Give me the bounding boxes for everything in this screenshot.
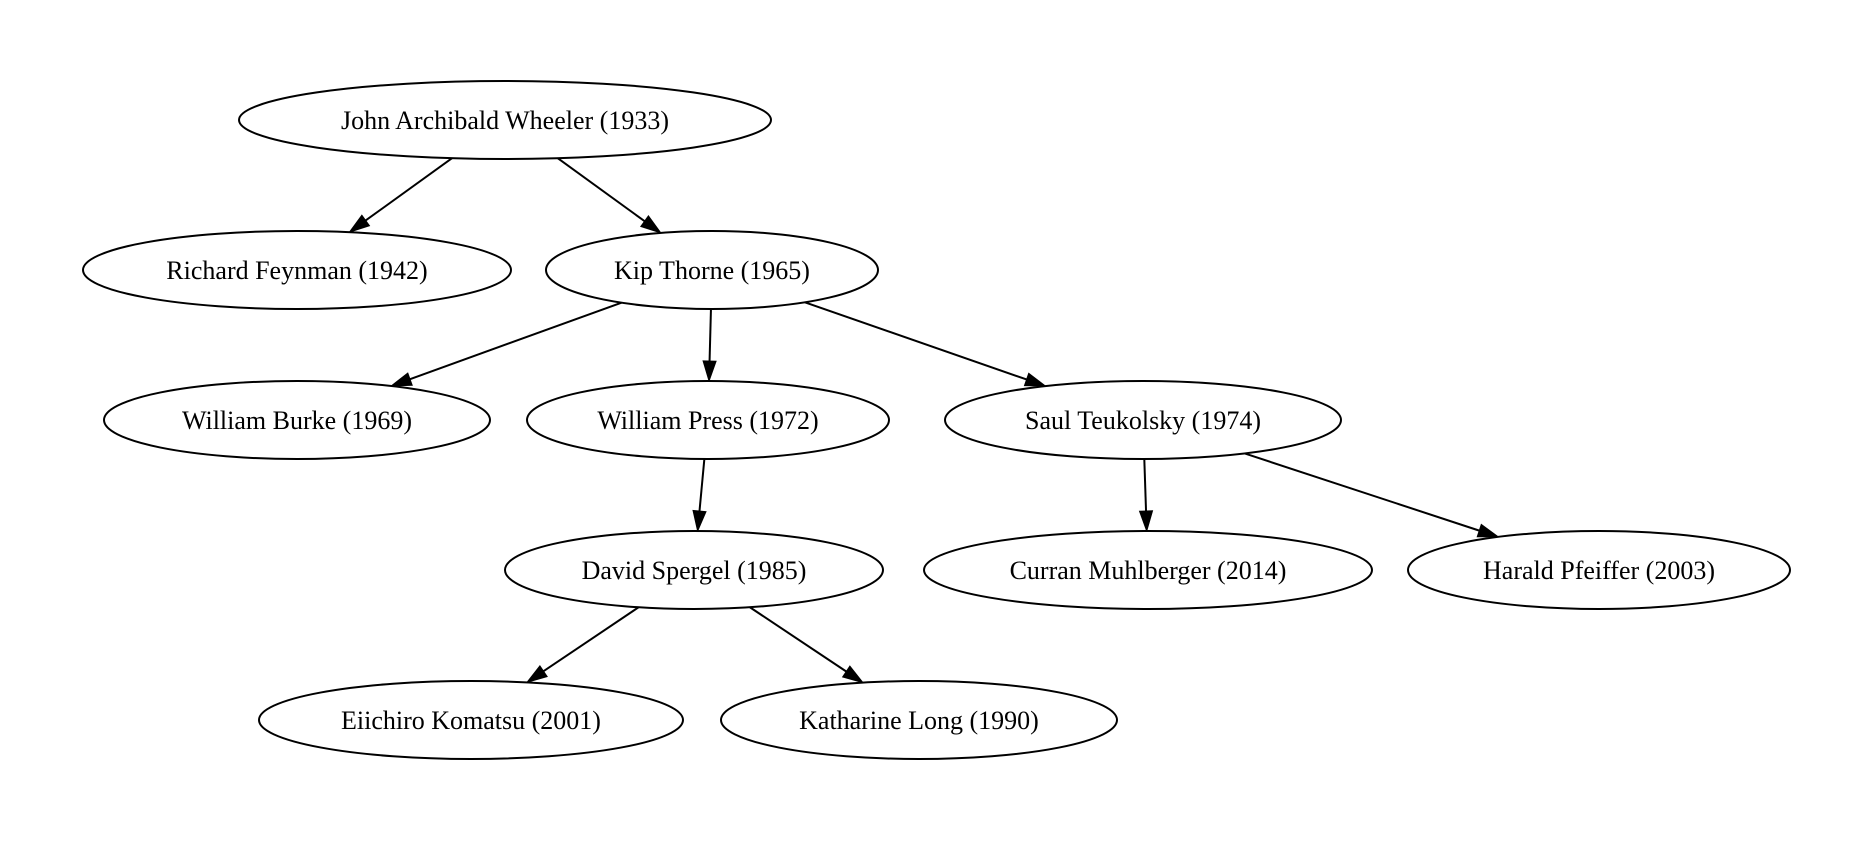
node-label: William Burke (1969)	[182, 406, 412, 435]
graph-node-feynman: Richard Feynman (1942)	[82, 230, 512, 310]
graph-edge-wheeler-feynman	[348, 157, 453, 234]
edge-line	[749, 606, 847, 673]
edge-arrowhead	[692, 509, 707, 533]
node-ellipse	[504, 530, 884, 610]
node-label: William Press (1972)	[597, 406, 818, 435]
graph-edge-thorne-press	[702, 308, 717, 383]
edge-arrowhead	[1023, 372, 1048, 387]
edge-line	[365, 157, 453, 222]
graph-node-pfeiffer: Harald Pfeiffer (2003)	[1407, 530, 1791, 610]
edge-line	[698, 458, 706, 512]
graph-node-press: William Press (1972)	[526, 380, 890, 460]
node-label: Curran Muhlberger (2014)	[1010, 556, 1287, 585]
graph-edge-press-spergel	[692, 458, 707, 533]
node-label: Kip Thorne (1965)	[614, 256, 810, 285]
node-ellipse	[720, 680, 1118, 760]
node-ellipse	[238, 80, 772, 160]
graph-edge-wheeler-thorne	[557, 157, 663, 234]
graph-node-muhlberger: Curran Muhlberger (2014)	[923, 530, 1373, 610]
graph-edge-teukolsky-muhlberger	[1138, 458, 1154, 533]
graph-edge-spergel-komatsu	[525, 606, 640, 684]
graph-edge-teukolsky-pfeiffer	[1244, 452, 1500, 538]
edge-line	[557, 157, 646, 222]
graph-node-long: Katharine Long (1990)	[720, 680, 1118, 760]
node-label: Richard Feynman (1942)	[166, 256, 427, 285]
node-label: Eiichiro Komatsu (2001)	[341, 706, 601, 735]
node-ellipse	[944, 380, 1342, 460]
edge-arrowhead	[348, 214, 371, 234]
edge-line	[804, 301, 1027, 381]
edge-arrowhead	[702, 360, 717, 383]
graph-node-teukolsky: Saul Teukolsky (1974)	[944, 380, 1342, 460]
edge-line	[1244, 452, 1480, 532]
node-ellipse	[82, 230, 512, 310]
node-ellipse	[545, 230, 879, 310]
node-ellipse	[103, 380, 491, 460]
edge-arrowhead	[1476, 523, 1500, 538]
edge-arrowhead	[389, 372, 413, 387]
node-label: Harald Pfeiffer (2003)	[1483, 556, 1715, 585]
graph-node-wheeler: John Archibald Wheeler (1933)	[238, 80, 772, 160]
graph-node-spergel: David Spergel (1985)	[504, 530, 884, 610]
graph-edge-thorne-burke	[389, 301, 622, 387]
graph-node-komatsu: Eiichiro Komatsu (2001)	[258, 680, 684, 760]
node-label: David Spergel (1985)	[582, 556, 807, 585]
graph-node-thorne: Kip Thorne (1965)	[545, 230, 879, 310]
graph-edge-spergel-long	[749, 606, 865, 684]
node-ellipse	[526, 380, 890, 460]
node-label: Saul Teukolsky (1974)	[1025, 406, 1261, 435]
edge-arrowhead	[1138, 510, 1154, 533]
node-ellipse	[923, 530, 1373, 610]
edge-arrowhead	[639, 215, 663, 234]
node-ellipse	[258, 680, 684, 760]
graph-edge-thorne-teukolsky	[804, 301, 1048, 387]
node-ellipse	[1407, 530, 1791, 610]
edge-line	[542, 606, 640, 673]
edge-arrowhead	[525, 664, 548, 684]
edge-line	[1143, 458, 1148, 512]
node-label: Katharine Long (1990)	[799, 706, 1039, 735]
edge-arrowhead	[841, 665, 865, 684]
edge-line	[708, 308, 712, 362]
edge-line	[409, 301, 622, 381]
graph-node-burke: William Burke (1969)	[103, 380, 491, 460]
node-label: John Archibald Wheeler (1933)	[341, 106, 669, 135]
